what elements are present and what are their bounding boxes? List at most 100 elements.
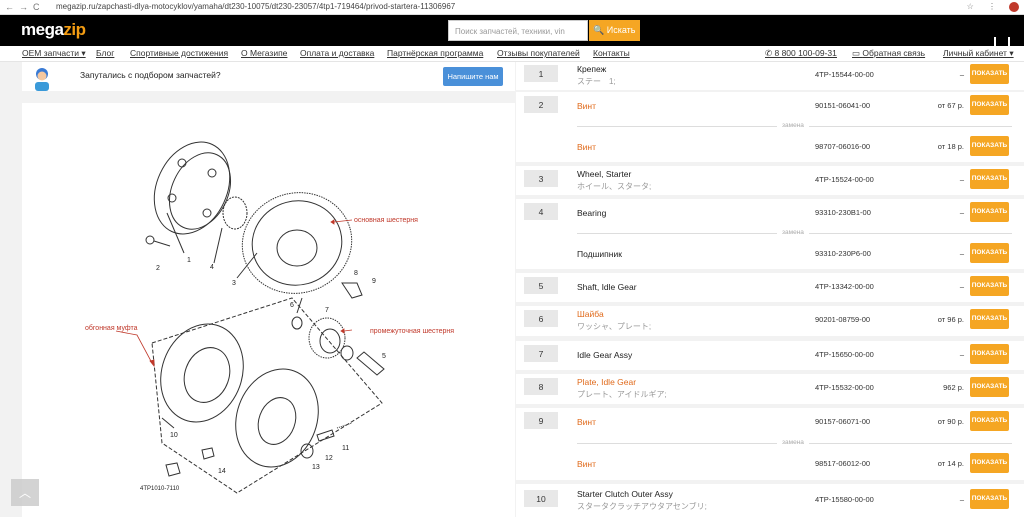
support-avatar-icon — [35, 68, 49, 91]
callout-7: 7 — [325, 307, 329, 314]
part-name[interactable]: Шайба — [577, 309, 604, 319]
table-row: Винт 98517-06012-00 от 14 р. ПОКАЗАТЬ — [516, 450, 1024, 480]
menu-pay[interactable]: Оплата и доставка — [300, 48, 375, 58]
help-text: Запутались с подбором запчастей? — [80, 70, 221, 80]
part-name[interactable]: Bearing — [577, 208, 607, 218]
write-us-button[interactable]: Напишите нам — [443, 67, 503, 86]
diagram-code: 4TP1010-7110 — [140, 486, 180, 492]
part-name[interactable]: Shaft, Idle Gear — [577, 282, 637, 292]
part-name[interactable]: Starter Clutch Outer Assy — [577, 489, 673, 499]
menu-oem[interactable]: OEM запчасти ▾ — [22, 48, 86, 58]
menu-sport[interactable]: Спортивные достижения — [130, 48, 229, 58]
menu-contacts[interactable]: Контакты — [593, 48, 630, 58]
annotation-idle-gear: промежуточная шестерня — [370, 328, 454, 335]
part-jp-name: ワッシャ、プレート; — [577, 322, 652, 331]
table-row: 7 Idle Gear Assy 4TP-15650-00-00 – ПОКАЗ… — [516, 341, 1024, 371]
part-code: 93310-230P6-00 — [815, 249, 871, 258]
feedback-link[interactable]: ▭ Обратная связь — [852, 48, 926, 58]
callout-13: 13 — [312, 464, 320, 471]
part-number: 10 — [524, 490, 558, 507]
main-menu: OEM запчасти ▾ Блог Спортивные достижени… — [0, 46, 1024, 62]
part-code: 4TP-13342-00-00 — [815, 282, 874, 291]
show-button[interactable]: ПОКАЗАТЬ — [970, 453, 1009, 473]
part-number: 8 — [524, 378, 558, 395]
part-name[interactable]: Idle Gear Assy — [577, 350, 633, 360]
part-code: 90151-06041-00 — [815, 101, 871, 110]
part-code: 90201-08759-00 — [815, 315, 871, 324]
show-button[interactable]: ПОКАЗАТЬ — [970, 136, 1009, 156]
part-group-9: 9 Винт 90157-06071-00 от 90 р. ПОКАЗАТЬ … — [516, 408, 1024, 480]
part-number: 7 — [524, 345, 558, 362]
search-input[interactable]: Поиск запчастей, техники, vin — [448, 20, 588, 41]
part-group-3: 3 Wheel, Starter ホイール、スタータ; 4TP-15524-00… — [516, 166, 1024, 195]
part-name[interactable]: Винт — [577, 459, 597, 469]
part-number: 1 — [524, 65, 558, 82]
table-row: Подшипник 93310-230P6-00 – ПОКАЗАТЬ — [516, 240, 1024, 270]
part-price: – — [959, 249, 964, 258]
show-button[interactable]: ПОКАЗАТЬ — [970, 377, 1009, 397]
part-code: 98707-06016-00 — [815, 142, 871, 151]
part-group-4: 4 Bearing 93310-230B1-00 – ПОКАЗАТЬ заме… — [516, 199, 1024, 269]
table-row: 3 Wheel, Starter ホイール、スタータ; 4TP-15524-00… — [516, 166, 1024, 196]
show-button[interactable]: ПОКАЗАТЬ — [970, 95, 1009, 115]
part-name[interactable]: Plate, Idle Gear — [577, 377, 637, 387]
callout-12: 12 — [325, 455, 333, 462]
annotation-clutch: обгонная муфта — [85, 324, 138, 332]
part-name[interactable]: Винт — [577, 417, 597, 427]
help-banner — [22, 62, 515, 97]
part-group-1: 1 Крепеж ステー 1; 4TP-15544-00-00 – ПОКАЗА… — [516, 62, 1024, 90]
phone-link[interactable]: ✆ 8 800 100-09-31 — [765, 48, 837, 58]
search-button[interactable]: 🔍 Искать — [589, 20, 640, 41]
callout-6: 6 — [290, 302, 294, 309]
table-row: 2 Винт 90151-06041-00 от 67 р. ПОКАЗАТЬ — [516, 92, 1024, 122]
part-name[interactable]: Винт — [577, 142, 597, 152]
part-name[interactable]: Wheel, Starter — [577, 169, 632, 179]
part-price: от 67 р. — [937, 101, 964, 110]
scroll-to-top-button[interactable]: ︿ — [11, 479, 39, 506]
menu-partner[interactable]: Партнёрская программа — [387, 48, 484, 58]
browser-nav-icons[interactable]: ←→C — [5, 2, 45, 12]
part-jp-name: スタータクラッチアウタアセンブリ; — [577, 502, 707, 511]
show-button[interactable]: ПОКАЗАТЬ — [970, 344, 1009, 364]
menu-about[interactable]: О Мегазипе — [241, 48, 288, 58]
account-link[interactable]: Личный кабинет ▾ — [943, 48, 1014, 58]
callout-10: 10 — [170, 432, 178, 439]
table-row: Винт 98707-06016-00 от 18 р. ПОКАЗАТЬ — [516, 133, 1024, 163]
part-name[interactable]: Подшипник — [577, 249, 622, 259]
part-jp-name: ホイール、スタータ; — [577, 182, 652, 191]
part-price: – — [959, 175, 964, 184]
show-button[interactable]: ПОКАЗАТЬ — [970, 309, 1009, 329]
show-button[interactable]: ПОКАЗАТЬ — [970, 411, 1009, 431]
site-logo[interactable]: megazip — [21, 20, 86, 39]
part-name[interactable]: Крепеж — [577, 64, 607, 74]
callout-14: 14 — [218, 468, 226, 475]
part-number: 4 — [524, 203, 558, 220]
browser-actions-icons[interactable]: ☆ ⋮ — [966, 2, 1002, 11]
part-code: 4TP-15580-00-00 — [815, 495, 874, 504]
callout-8: 8 — [354, 270, 358, 277]
menu-blog[interactable]: Блог — [96, 48, 115, 58]
part-code: 90157-06071-00 — [815, 417, 871, 426]
address-bar[interactable]: megazip.ru/zapchasti-dlya-motocyklov/yam… — [56, 2, 456, 11]
profile-avatar[interactable] — [1009, 2, 1019, 12]
show-button[interactable]: ПОКАЗАТЬ — [970, 276, 1009, 296]
show-button[interactable]: ПОКАЗАТЬ — [970, 169, 1009, 189]
part-code: 4TP-15650-00-00 — [815, 350, 874, 359]
show-button[interactable]: ПОКАЗАТЬ — [970, 202, 1009, 222]
replacement-divider: замена — [577, 229, 1012, 237]
part-price: – — [959, 70, 964, 79]
annotation-main-gear: основная шестерня — [354, 217, 418, 224]
part-number: 5 — [524, 277, 558, 294]
show-button[interactable]: ПОКАЗАТЬ — [970, 243, 1009, 263]
part-price: 962 р. — [943, 383, 964, 392]
menu-reviews[interactable]: Отзывы покупателей — [497, 48, 580, 58]
part-group-5: 5 Shaft, Idle Gear 4TP-13342-00-00 – ПОК… — [516, 273, 1024, 302]
table-row: 5 Shaft, Idle Gear 4TP-13342-00-00 – ПОК… — [516, 273, 1024, 303]
part-name[interactable]: Винт — [577, 101, 597, 111]
part-code: 4TP-15532-00-00 — [815, 383, 874, 392]
part-group-6: 6 Шайба ワッシャ、プレート; 90201-08759-00 от 96 … — [516, 306, 1024, 336]
table-row: 4 Bearing 93310-230B1-00 – ПОКАЗАТЬ — [516, 199, 1024, 229]
callout-4: 4 — [210, 264, 214, 271]
show-button[interactable]: ПОКАЗАТЬ — [970, 489, 1009, 509]
show-button[interactable]: ПОКАЗАТЬ — [970, 64, 1009, 84]
